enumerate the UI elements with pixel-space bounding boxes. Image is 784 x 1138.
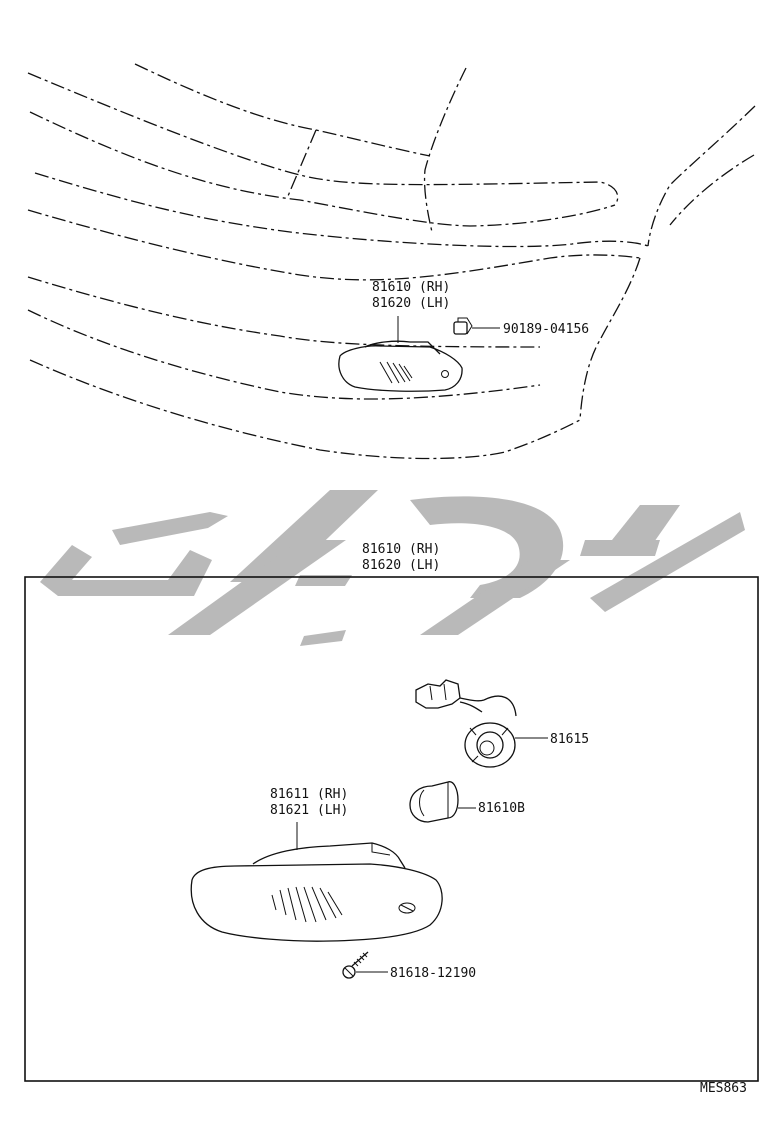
clip-icon — [453, 317, 473, 335]
side-marker-lamp-installed — [338, 340, 463, 392]
label-lamp-assy-rh: 81610 (RH) — [372, 280, 450, 295]
label-lens-lh: 81621 (LH) — [270, 803, 348, 818]
label-screw-part: 81618-12190 — [390, 966, 476, 981]
label-detail-header-rh: 81610 (RH) — [362, 542, 440, 557]
label-clip-part: 90189-04156 — [503, 322, 589, 337]
label-lens-rh: 81611 (RH) — [270, 787, 348, 802]
bulb-socket-icon — [415, 679, 517, 768]
label-socket-part: 81615 — [550, 732, 589, 747]
vehicle-body-outline — [27, 63, 756, 460]
watermark-logo — [40, 490, 745, 646]
label-lamp-assy-lh: 81620 (LH) — [372, 296, 450, 311]
screw-icon — [342, 951, 369, 979]
figure-code: MES863 — [700, 1081, 747, 1096]
bulb-icon — [409, 781, 459, 823]
lamp-lens-icon — [190, 842, 443, 942]
label-bulb-part: 81610B — [478, 801, 525, 816]
detail-box-frame — [24, 576, 759, 1082]
label-detail-header-lh: 81620 (LH) — [362, 558, 440, 573]
